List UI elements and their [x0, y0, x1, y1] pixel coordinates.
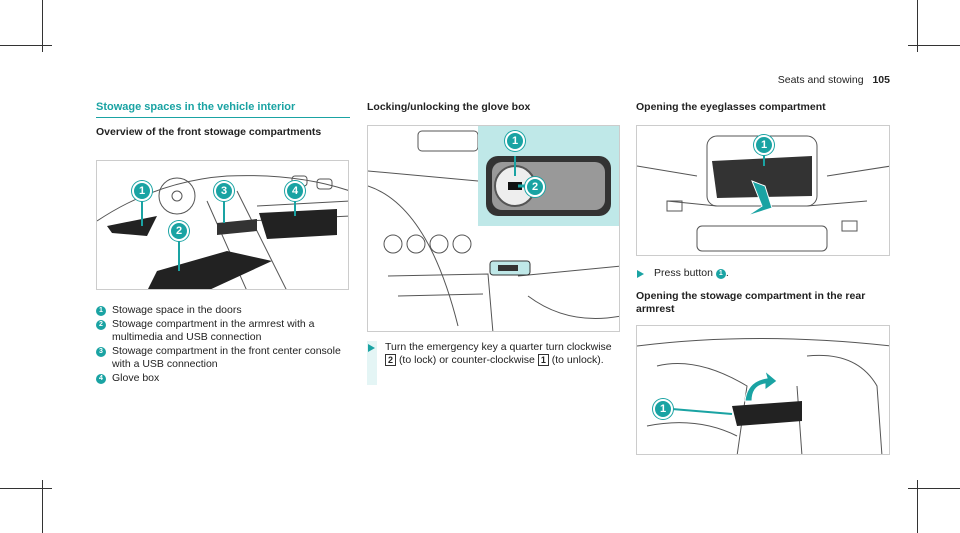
key-1: 1	[537, 354, 549, 366]
subsection-title: Opening the stowage compartment in the r…	[636, 290, 866, 315]
crop-mark	[908, 45, 960, 46]
page-number: 105	[872, 74, 890, 86]
callout-1: 1	[132, 181, 152, 201]
legend-text: Stowage compartment in the front center …	[112, 345, 341, 370]
glove-box-illustration: 1 2	[367, 125, 620, 332]
section-name: Seats and stowing	[777, 74, 864, 86]
legend-item: 2 Stowage compartment in the armrest with…	[96, 318, 352, 344]
legend-item: 3 Stowage compartment in the front center…	[96, 345, 352, 371]
instruction-step: Turn the emergency key a quarter turn cl…	[368, 341, 622, 367]
running-header: Seats and stowing 105	[760, 74, 890, 87]
instruction-text: Press button 1.	[654, 267, 729, 280]
eyeglasses-compartment-illustration: 1	[636, 125, 890, 256]
callout-2: 2	[169, 221, 189, 241]
subsection-title: Opening the eyeglasses compartment	[636, 101, 826, 113]
front-interior-drawing	[97, 175, 348, 289]
crop-mark	[42, 0, 43, 52]
subsection-title: Locking/unlocking the glove box	[367, 101, 531, 113]
legend-text: Stowage space in the doors	[112, 304, 242, 316]
legend-text: Stowage compartment in the armrest with …	[112, 318, 315, 343]
instruction-text: Turn the emergency key a quarter turn cl…	[385, 341, 622, 367]
callout-1: 1	[754, 135, 774, 155]
legend-number: 2	[96, 320, 106, 330]
instruction-part: .	[725, 267, 729, 279]
crop-mark	[908, 488, 960, 489]
instruction-step: Press button 1.	[637, 267, 891, 280]
instruction-part: (to unlock).	[551, 354, 604, 366]
callout-1: 1	[653, 399, 673, 419]
glove-box-drawing	[368, 126, 619, 331]
subsection-title: Overview of the front stowage compartmen…	[96, 126, 322, 138]
crop-mark	[917, 480, 918, 533]
crop-mark	[917, 0, 918, 52]
legend-text: Glove box	[112, 372, 160, 384]
legend-number: 3	[96, 347, 106, 357]
rear-armrest-drawing	[637, 338, 889, 454]
instruction-part: Press button	[654, 267, 713, 279]
crop-mark	[42, 480, 43, 533]
step-arrow-icon	[637, 270, 644, 278]
callout-2: 2	[525, 177, 545, 197]
step-arrow-icon	[368, 344, 375, 352]
instruction-part: (to lock) or counter-clockwise	[398, 354, 535, 366]
legend-number: 1	[96, 306, 106, 316]
legend-item: 4 Glove box	[96, 372, 352, 385]
legend-number: 4	[96, 374, 106, 384]
callout-3: 3	[214, 181, 234, 201]
callout-1: 1	[505, 131, 525, 151]
rear-armrest-illustration: 1	[636, 325, 890, 455]
crop-mark	[0, 45, 52, 46]
instruction-part: Turn the emergency key a quarter turn cl…	[385, 341, 612, 353]
front-interior-illustration: 1 2 3 4	[96, 160, 349, 290]
callout-4: 4	[285, 181, 305, 201]
crop-mark	[0, 488, 52, 489]
legend-item: 1 Stowage space in the doors	[96, 304, 352, 317]
key-2: 2	[385, 354, 397, 366]
instruction-bar	[367, 341, 377, 385]
section-title: Stowage spaces in the vehicle interior	[96, 101, 350, 118]
button-number: 1	[715, 269, 726, 279]
